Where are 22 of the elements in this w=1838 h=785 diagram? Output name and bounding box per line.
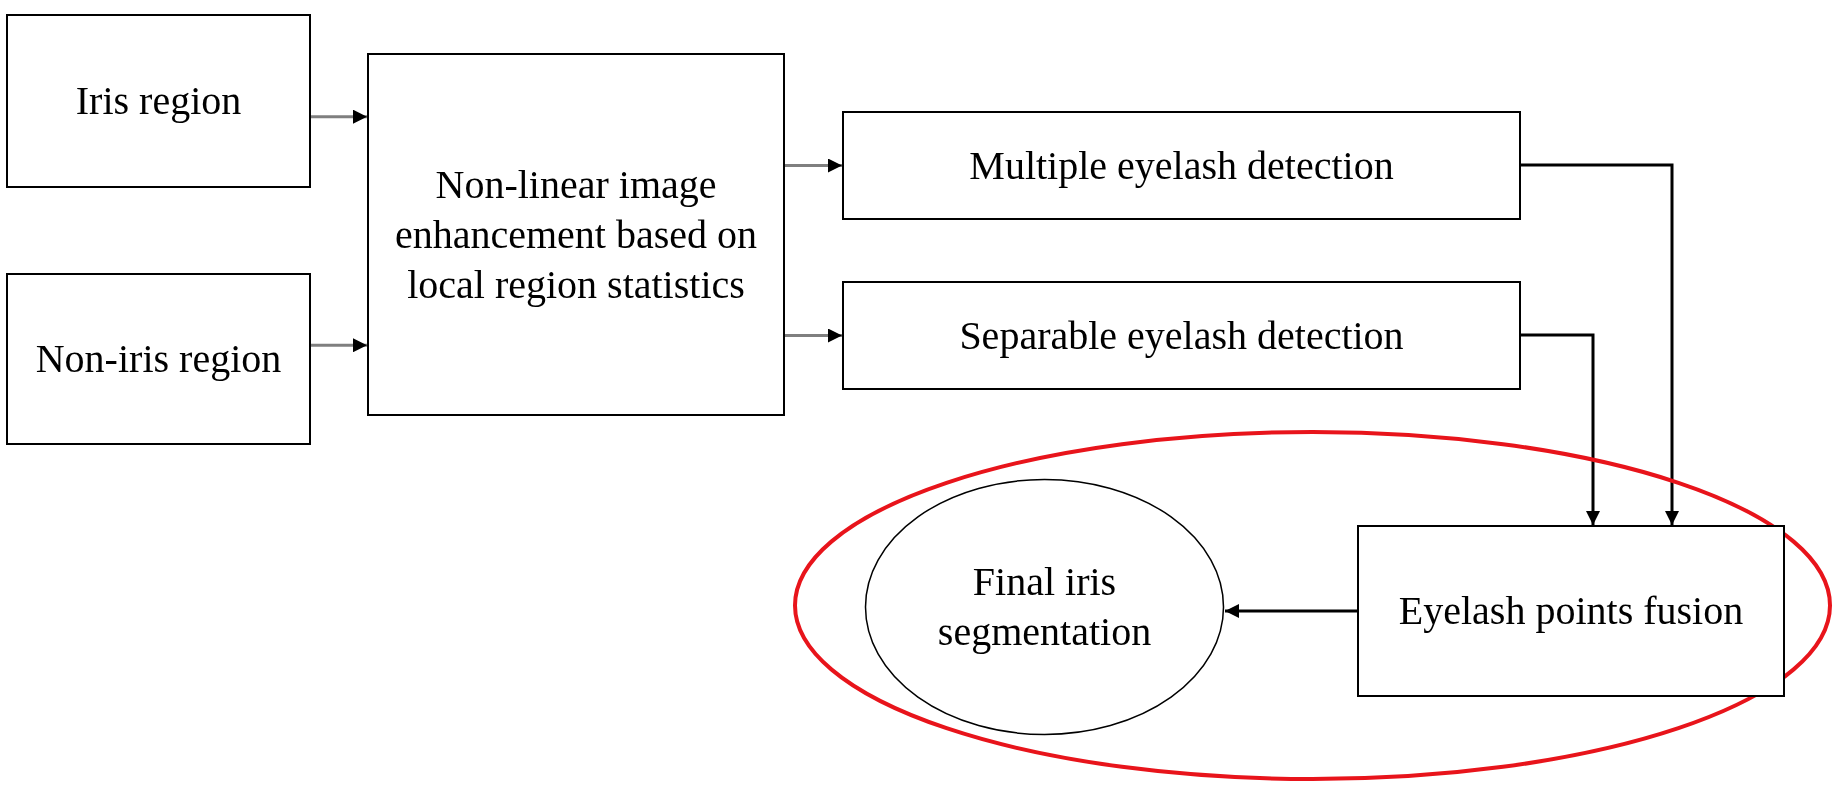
arrow <box>1521 163 1679 525</box>
process-box <box>842 111 1521 220</box>
arrow <box>311 338 367 353</box>
node-label: Final iris segmentation <box>936 558 1153 656</box>
highlight-ellipse <box>791 428 1834 783</box>
node-label: Eyelash points fusion <box>1397 587 1745 635</box>
process-box <box>842 281 1521 390</box>
process-box <box>367 53 785 416</box>
arrow <box>311 109 367 124</box>
node-label: Multiple eyelash detection <box>968 141 1395 190</box>
arrow <box>785 158 842 173</box>
node-label: Iris region <box>74 77 243 125</box>
process-box <box>6 273 311 445</box>
terminal-ellipse <box>864 478 1225 736</box>
process-box <box>6 14 311 188</box>
node-label: Non-iris region <box>34 335 283 383</box>
arrow <box>1225 604 1357 618</box>
arrow <box>785 328 842 343</box>
arrow <box>1521 333 1600 525</box>
process-box <box>1357 525 1785 697</box>
node-label: Non-linear image enhancement based on local region statistics <box>393 160 759 309</box>
node-label: Separable eyelash detection <box>958 311 1405 360</box>
